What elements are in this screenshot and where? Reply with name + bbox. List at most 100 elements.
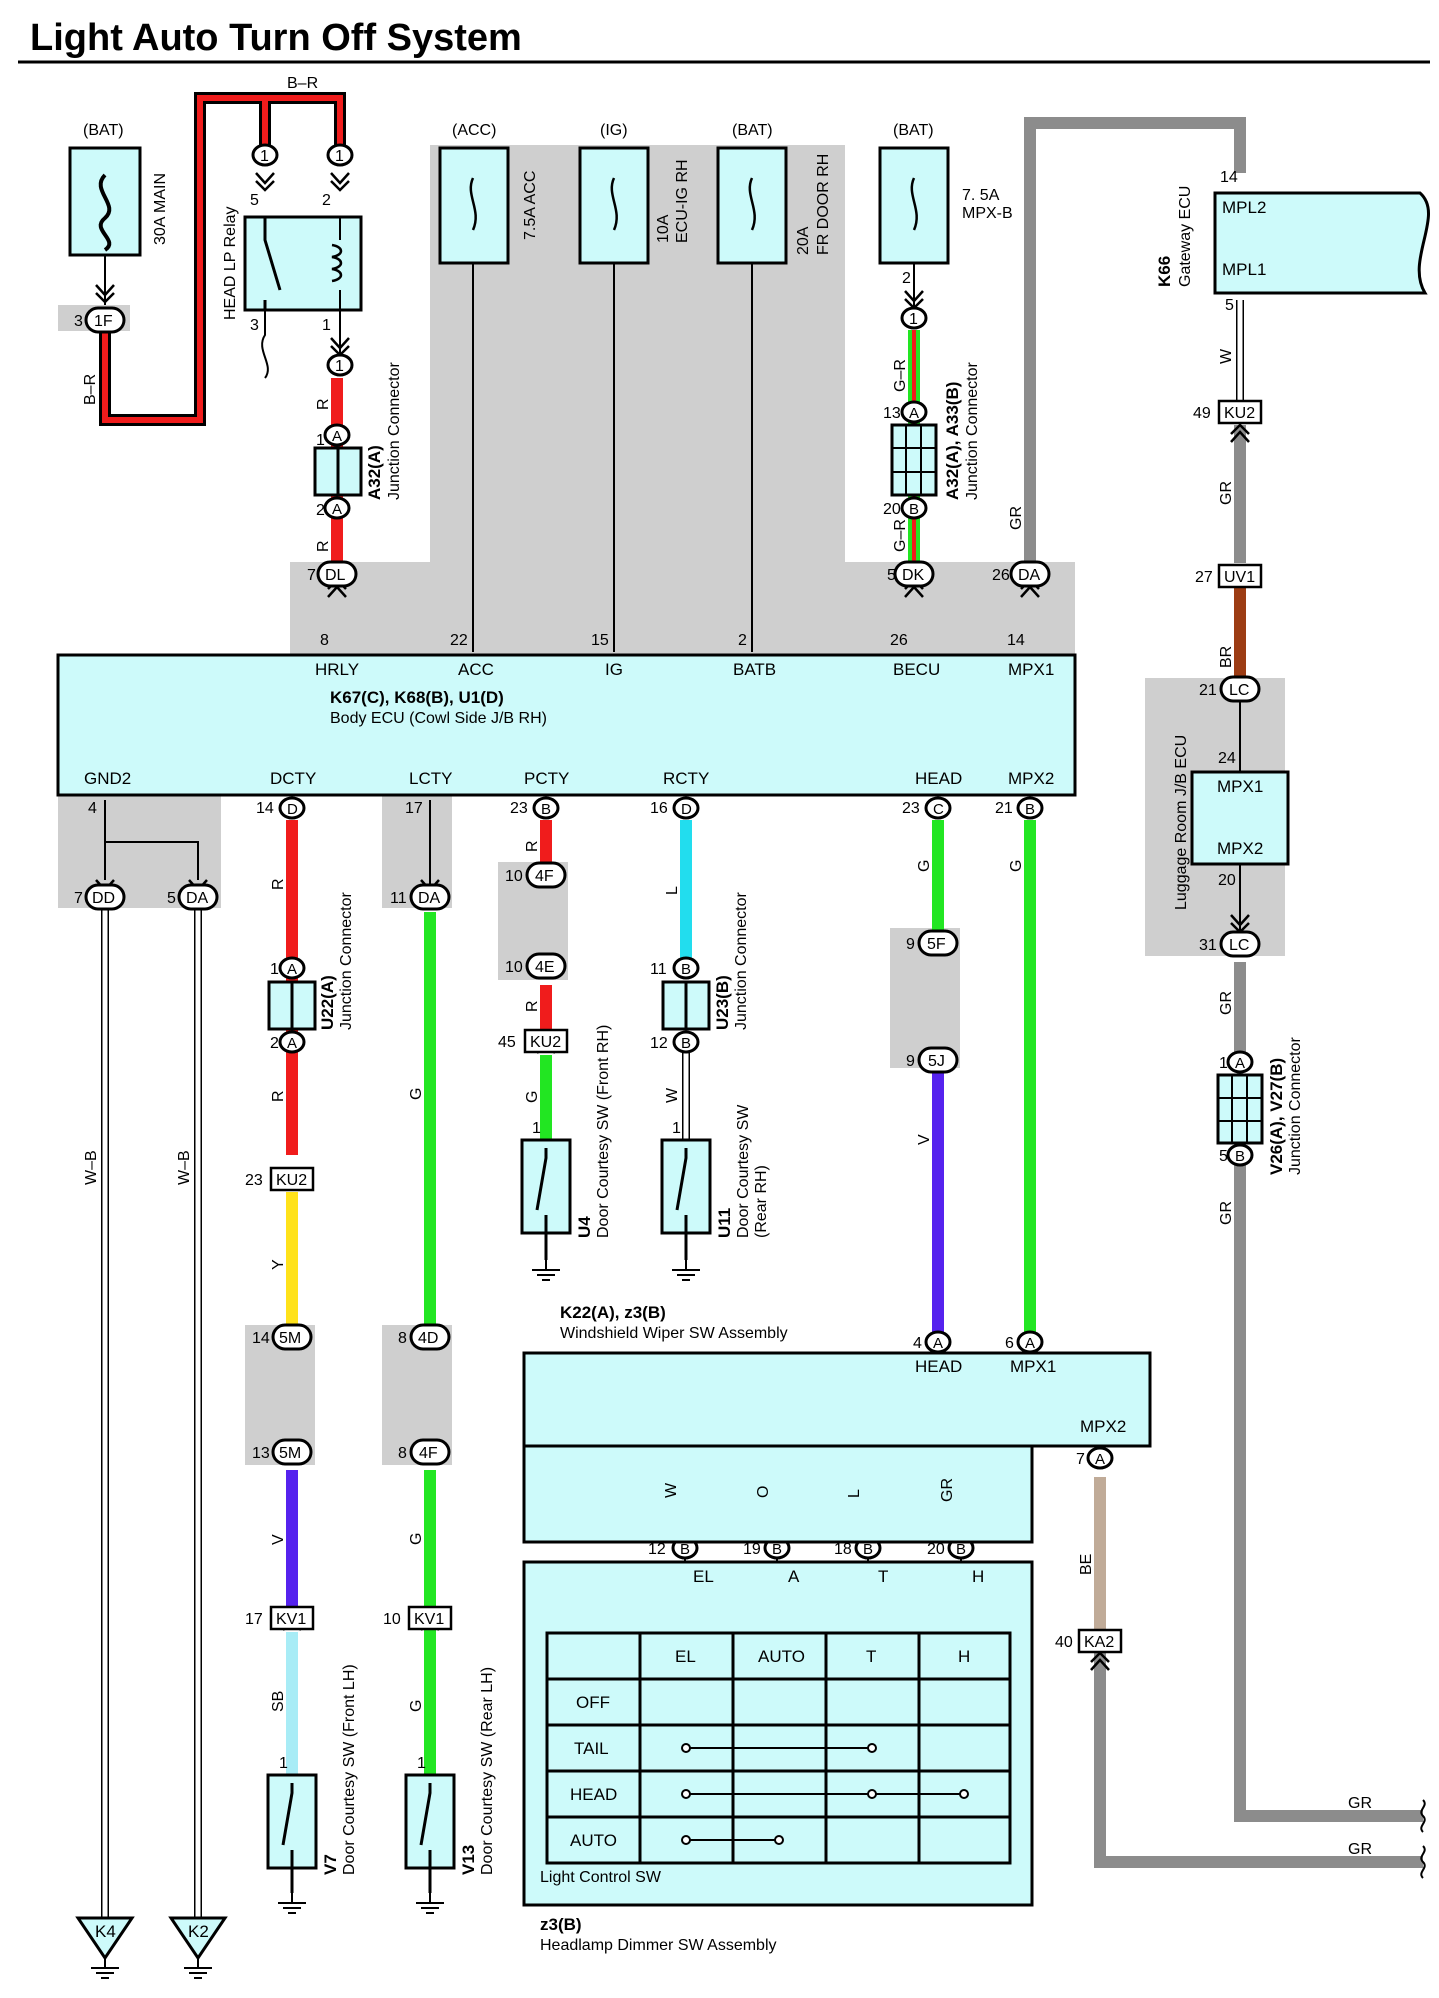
term-rcty: RCTY	[663, 769, 709, 788]
luggage-ecu: MPX1 MPX2 Luggage Room J/B ECU	[1173, 735, 1290, 910]
pn: 12	[650, 1035, 668, 1052]
fuse-mpx-b-amp: 7. 5A	[962, 187, 1000, 204]
term-ig: IG	[605, 660, 623, 679]
lbl: O	[755, 1486, 772, 1498]
u22-id: U22(A)	[318, 975, 337, 1030]
lp: A	[332, 428, 342, 445]
plug-5m: 5M	[279, 1330, 301, 1347]
pn: 4	[913, 1335, 922, 1352]
lp: B	[909, 501, 919, 518]
row-head: HEAD	[570, 1785, 617, 1804]
lbl: R	[270, 1090, 287, 1102]
plug-4d: 4D	[418, 1330, 438, 1347]
lp: C	[933, 801, 944, 818]
pn: 10	[505, 868, 523, 885]
pn: 1	[1219, 1055, 1228, 1072]
plug-dk: DK	[902, 567, 925, 584]
lp: B	[772, 1541, 782, 1558]
row-off: OFF	[576, 1693, 610, 1712]
plug-da: DA	[186, 890, 209, 907]
lbl: G	[916, 860, 933, 872]
body-ecu-name: Body ECU (Cowl Side J/B RH)	[330, 710, 547, 727]
v13-id: V13	[459, 1845, 478, 1875]
u23-name: Junction Connector	[733, 891, 750, 1030]
pin-label: 1	[909, 311, 918, 328]
pn: 19	[743, 1541, 761, 1558]
lbl: GR	[1218, 991, 1235, 1015]
u4-name: Door Courtesy SW (Front RH)	[595, 1025, 612, 1238]
lp: A	[287, 961, 297, 978]
a32a33-id: A32(A), A33(B)	[943, 382, 962, 500]
head-lp-relay: HEAD LP Relay 5 2 3 1	[222, 192, 363, 334]
pn: 31	[1199, 937, 1217, 954]
switch-u11: U11 Door Courtesy SW (Rear RH)	[660, 1104, 770, 1281]
lbl: W–B	[176, 1150, 193, 1185]
lbl: G–R	[892, 359, 909, 392]
pin: 23	[902, 800, 920, 817]
pn: 1	[270, 961, 279, 978]
lp: B	[956, 1541, 966, 1558]
fuse-acc-name: 7.5A ACC	[522, 171, 539, 240]
pn: 5	[1225, 297, 1234, 314]
fuse-acc: (ACC) 7.5A ACC	[438, 122, 539, 265]
pn: 11	[650, 961, 667, 978]
fuse-fr-door: (BAT) 20A FR DOOR RH	[716, 122, 832, 265]
lp: B	[680, 1541, 690, 1558]
col-auto: AUTO	[758, 1647, 805, 1666]
lp: D	[681, 801, 692, 818]
sw-term-el: EL	[693, 1567, 714, 1586]
pn: 20	[927, 1541, 945, 1558]
switch-continuity	[681, 1743, 969, 1845]
pn: 7	[307, 567, 316, 584]
lbl: W	[663, 1482, 680, 1498]
plug-ku2: KU2	[1224, 405, 1255, 422]
plug-5j: 5J	[928, 1053, 945, 1070]
wire-gr-right	[1234, 962, 1423, 1822]
a32-name: Junction Connector	[386, 361, 403, 500]
u22-name: Junction Connector	[338, 891, 355, 1030]
fuse-mpx-b-name: MPX-B	[962, 205, 1013, 222]
term-mpx2: MPX2	[1008, 769, 1054, 788]
switch-u4: U4 Door Courtesy SW (Front RH)	[520, 1025, 612, 1281]
lp: B	[863, 1541, 873, 1558]
pn: 2	[902, 270, 911, 287]
pin: 14	[1007, 632, 1025, 649]
pin: 22	[450, 632, 468, 649]
wire-be-gr	[1094, 1652, 1423, 1868]
fuse-fr-door-name: FR DOOR RH	[815, 154, 832, 255]
col-t: T	[866, 1647, 876, 1666]
fuse-fr-door-source: (BAT)	[732, 122, 773, 139]
lbl: R	[524, 840, 541, 852]
pin: 26	[890, 632, 908, 649]
pin: 16	[650, 800, 668, 817]
lp: A	[287, 1035, 297, 1052]
wiper-mpx2: MPX2	[1080, 1417, 1126, 1436]
term-lcty: LCTY	[409, 769, 452, 788]
u11-name: Door Courtesy SW	[735, 1104, 752, 1238]
lbl: BE	[1078, 1554, 1095, 1575]
pn: 27	[1195, 569, 1213, 586]
lp: B	[1025, 801, 1035, 818]
diagram-title: Light Auto Turn Off System	[30, 17, 522, 59]
pn: 1	[417, 1755, 426, 1772]
pn: 1	[532, 1120, 541, 1137]
rect-plugs: KU2 UV1 KU2 KU2 KV1 KV1 KA2	[269, 399, 1263, 1654]
plug-4f: 4F	[419, 1445, 438, 1462]
relay-name: HEAD LP Relay	[222, 206, 239, 320]
dimmer-name: Headlamp Dimmer SW Assembly	[540, 1937, 777, 1954]
lp: B	[541, 801, 551, 818]
fuse-main-name: 30A MAIN	[152, 173, 169, 245]
gateway-ecu: MPL2 MPL1 K66 Gateway ECU	[1155, 186, 1431, 295]
fuse-main: (BAT) 30A MAIN	[68, 122, 169, 257]
plug-5m: 5M	[279, 1445, 301, 1462]
pn: 13	[252, 1445, 270, 1462]
pin: 8	[320, 632, 329, 649]
lbl: L	[664, 886, 681, 895]
lbl: G	[408, 1088, 425, 1100]
lbl: W–B	[83, 1150, 100, 1185]
lbl: W	[664, 1087, 681, 1103]
ground-k4: K4	[95, 1922, 116, 1941]
fuse-ecu-ig-amp: 10A	[655, 214, 672, 243]
dimmer-assembly: z3(B) Headlamp Dimmer SW Assembly Light …	[522, 1560, 1034, 1954]
plug-lc: LC	[1229, 682, 1249, 699]
